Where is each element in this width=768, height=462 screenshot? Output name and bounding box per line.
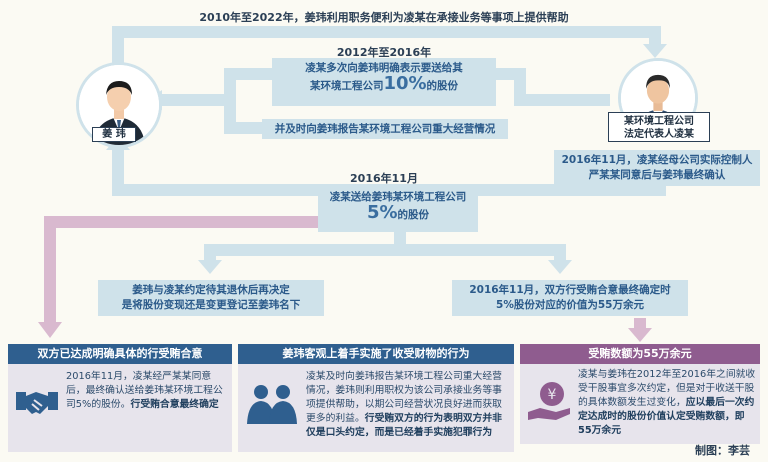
svg-text:¥: ¥ [548,387,557,403]
top-loop-arrow [112,26,661,68]
pink-arrowhead [38,322,62,338]
panel-action-title: 姜玮客观上着手实施了收受财物的行为 [238,344,514,364]
split-arrowhead-left [198,260,222,274]
pink-connector [44,216,318,324]
panel-consensus-title: 双方已达成明确具体的行受贿合意 [8,344,232,364]
gift-percent: 5% [366,202,398,223]
request-percent: 10% [383,73,427,94]
request-line1: 凌某多次向姜玮明确表示要送给其 [305,62,463,74]
top-caption: 2010年至2022年，姜玮利用职务便利为凌某在承接业务等事项上提供帮助 [199,11,569,24]
top-loop-arrowhead [643,44,667,58]
person-right-name: 某环境工程公司 法定代表人凌某 [608,112,710,142]
value-box: 2016年11月，双方行受贿合意最终确定时 5%股份对应的价值为55万余元 [452,280,688,316]
person-left-name: 姜 玮 [92,127,136,142]
gift-line1: 凌某送给姜玮某环境工程公司 [329,191,467,203]
panel-consensus-text: 2016年11月，凌某经严某某同意后，最终确认送给姜玮某环境工程公司5%的股份。… [66,371,223,410]
period-caption-2016: 2016年11月 [350,172,418,185]
period-caption-2012: 2012年至2016年 [336,46,432,59]
panel-amount: 受贿数额为55万余元 ¥ 凌某与姜玮在2012年至2016年之间就收受干股事宜多… [520,344,760,444]
gift-line2: 5%的股份 [366,202,430,223]
handshake-icon [16,392,58,414]
request-box: 凌某多次向姜玮明确表示要送给其 某环境工程公司10%的股份 [272,58,496,106]
panel-action-text: 凌某及时向姜玮报告某环境工程公司重大经营情况，姜玮则利用职权为该公司承接业务等事… [306,371,502,438]
agreement-line2: 是将股份变现还是变更登记至姜玮名下 [121,299,301,311]
request-connector [224,68,272,100]
request-connector-right [496,68,610,106]
pink-value-arrowhead [628,328,652,342]
confirm-line1: 2016年11月，凌某经母公司实际控制人 [561,154,753,166]
report-box: 并及时向姜玮报告某环境工程公司重大经营情况 [262,119,508,139]
agreement-box: 姜玮与凌某约定待其退休后再决定 是将股份变现还是变更登记至姜玮名下 [98,280,324,316]
panel-consensus: 双方已达成明确具体的行受贿合意 2016年11月，凌某经严某某同意后，最终确认送… [8,344,232,452]
confirm-line2: 严某某同意后与姜玮最终确认 [588,169,726,181]
panel-amount-text: 凌某与姜玮在2012年至2016年之间就收受干股事宜多次约定，但是对于收送干股的… [578,369,756,436]
panel-amount-title: 受贿数额为55万余元 [520,344,760,364]
value-line1: 2016年11月，双方行受贿合意最终确定时 [469,284,671,296]
report-connector [160,94,262,134]
money-hand-icon: ¥ [528,382,570,420]
request-line2: 某环境工程公司10%的股份 [309,73,459,94]
split-arrowhead-right [548,260,572,274]
agreement-line1: 姜玮与凌某约定待其退休后再决定 [132,284,290,296]
credit: 制图：李芸 [695,444,750,457]
people-icon [247,385,297,424]
panel-action: 姜玮客观上着手实施了收受财物的行为 凌某及时向姜玮报告某环境工程公司重大经营情况… [238,344,514,452]
split-connector [204,244,566,262]
gift-box: 凌某送给姜玮某环境工程公司 5%的股份 [318,186,478,232]
confirm-box: 2016年11月，凌某经母公司实际控制人 严某某同意后与姜玮最终确认 [554,150,760,186]
value-line2: 5%股份对应的价值为55万余元 [496,299,644,311]
